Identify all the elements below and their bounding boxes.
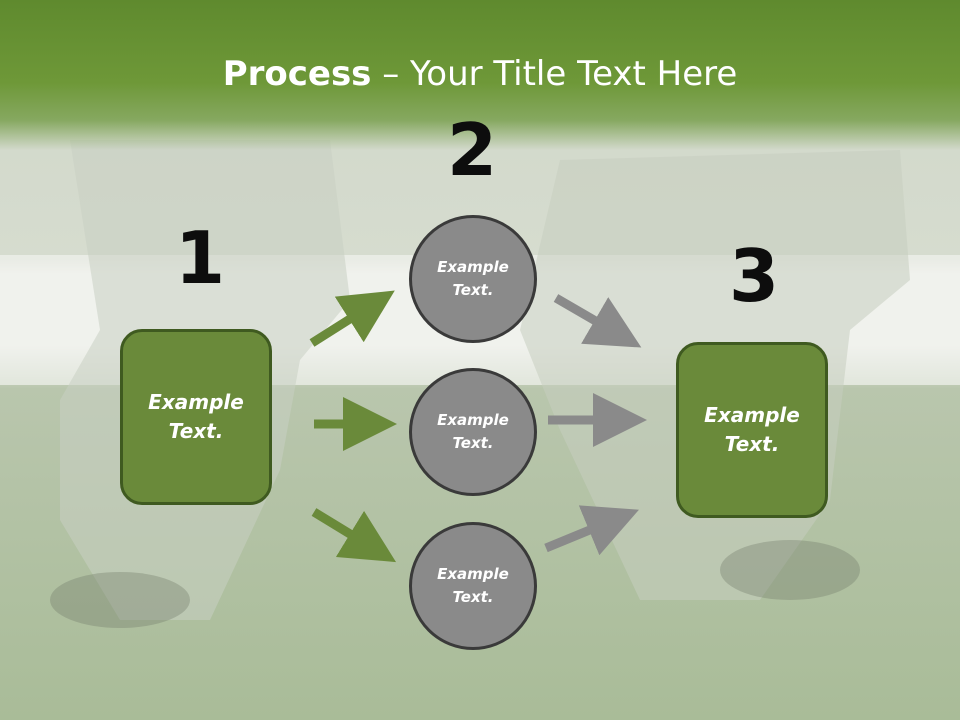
title-band: [0, 0, 960, 150]
arrow-circle3-to-box3: [544, 505, 639, 556]
step-number-3: 3: [728, 234, 780, 318]
step-number-2: 2: [446, 108, 498, 192]
title-bold: Process: [222, 54, 372, 94]
title-rest: – Your Title Text Here: [371, 54, 738, 94]
circle-middle-line2: Text.: [452, 434, 494, 452]
step-3-text-line1: Example: [704, 403, 800, 427]
circle-top-line2: Text.: [452, 281, 494, 299]
step-1-text-line2: Text.: [168, 419, 224, 443]
arrow-box1-to-circle1: [309, 290, 395, 347]
circle-middle-line1: Example: [437, 411, 509, 429]
circle-bottom-line1: Example: [437, 565, 509, 583]
step-number-1: 1: [174, 216, 226, 300]
circle-top-line1: Example: [437, 258, 509, 276]
arrow-circle1-to-box3: [553, 294, 642, 348]
arrow-box1-to-circle3: [311, 508, 397, 563]
step-1-text-line1: Example: [148, 390, 244, 414]
slide-title[interactable]: Process – Your Title Text Here: [0, 52, 960, 96]
step-3-text-line2: Text.: [724, 432, 780, 456]
circle-bottom-line2: Text.: [452, 588, 494, 606]
